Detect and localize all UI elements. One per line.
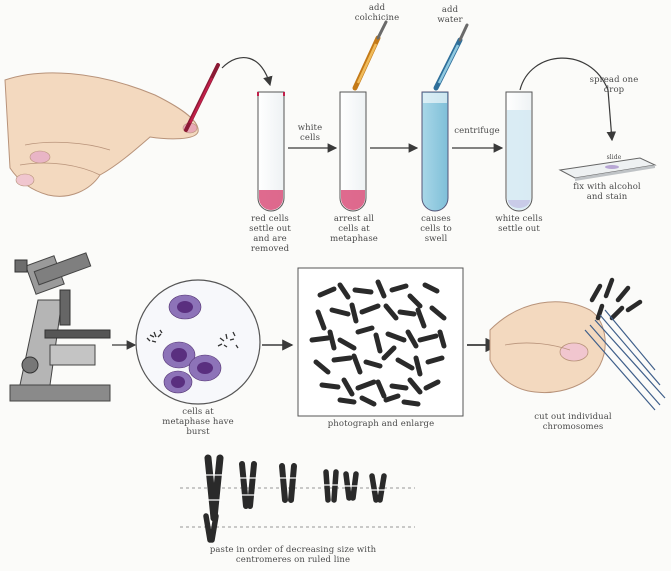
photograph-chromosome-spread (298, 268, 463, 416)
label-cut-out-chromosomes: cut out individual chromosomes (518, 412, 628, 432)
label-white-cells: white cells (288, 123, 332, 143)
finger-illustration (5, 73, 198, 196)
label-paste-in-order: paste in order of decreasing size with c… (198, 545, 388, 565)
karyotype-paste-strip (180, 458, 415, 540)
label-red-cells-removed: red cells settle out and are removed (240, 214, 300, 254)
microscope-illustration (10, 253, 110, 401)
tube-2-colchicine (340, 92, 366, 211)
label-spread-one-drop: spread one drop (588, 75, 640, 95)
tube-1-blood (258, 92, 284, 211)
label-cells-swell: causes cells to swell (410, 214, 462, 244)
water-dropper-icon (436, 25, 467, 88)
tube-3-water (422, 92, 448, 211)
label-slide: slide (602, 154, 626, 161)
arrow-finger-to-tube (222, 58, 270, 85)
colchicine-dropper-icon (355, 22, 386, 88)
label-centrifuge: centrifuge (452, 126, 502, 136)
label-photograph-enlarge: photograph and enlarge (300, 419, 462, 429)
hand-with-scissors-illustration (490, 280, 665, 410)
blood-pipette-icon (186, 65, 218, 130)
label-arrest-metaphase: arrest all cells at metaphase (327, 214, 381, 244)
magnified-cells-circle (136, 280, 260, 404)
arrow-tube4-slide (520, 58, 612, 140)
label-add-water: add water (428, 5, 472, 25)
label-cells-metaphase-burst: cells at metaphase have burst (158, 407, 238, 437)
tube-4-white-cells (506, 92, 532, 211)
label-add-colchicine: add colchicine (352, 3, 402, 23)
microscope-slide (560, 158, 655, 181)
label-white-cells-settle: white cells settle out (486, 214, 552, 234)
label-fix-and-stain: fix with alcohol and stain (568, 182, 646, 202)
